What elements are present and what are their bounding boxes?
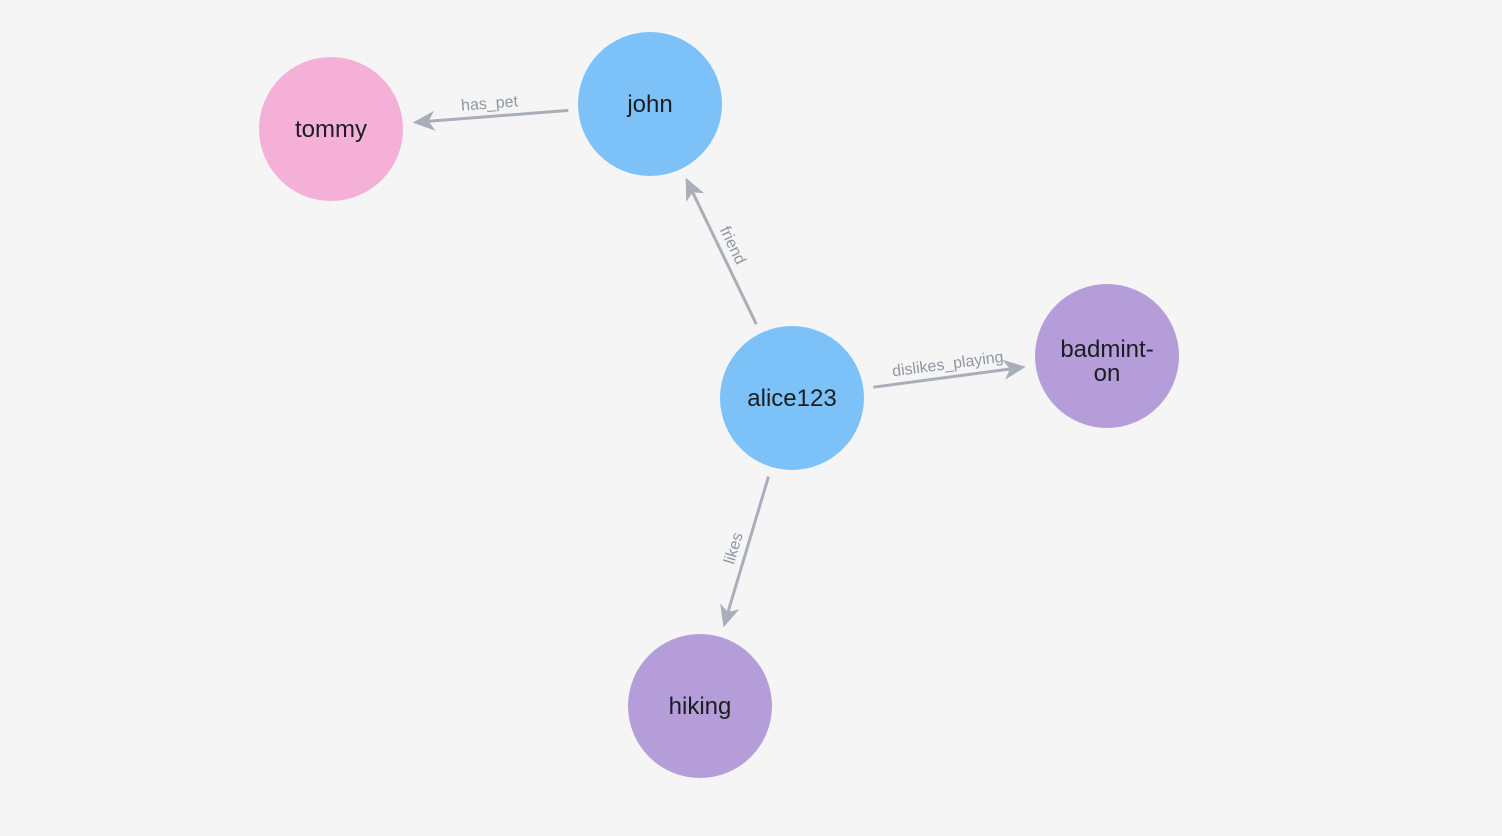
edge-label: friend — [716, 224, 749, 267]
arrowhead-icon — [1002, 359, 1026, 380]
node-circle-tommy[interactable] — [259, 57, 403, 201]
edge-john-tommy[interactable]: has_pet — [412, 93, 569, 131]
edge-alice123-hiking[interactable]: likes — [720, 476, 770, 628]
arrowhead-icon — [685, 177, 705, 202]
edge-line — [428, 108, 569, 123]
node-circle-john[interactable] — [578, 32, 722, 176]
edge-label: dislikes_playing — [891, 349, 1004, 381]
edge-line — [873, 367, 1011, 389]
edge-line — [726, 476, 770, 613]
edge-alice123-john[interactable]: friend — [685, 177, 758, 325]
node-hiking[interactable]: hiking — [628, 634, 772, 778]
node-circle-badminton[interactable] — [1035, 284, 1179, 428]
node-circle-hiking[interactable] — [628, 634, 772, 778]
node-alice123[interactable]: alice123 — [720, 326, 864, 470]
arrowhead-icon — [412, 110, 436, 131]
edge-line — [691, 191, 758, 325]
edge-label: likes — [721, 531, 746, 567]
node-circle-alice123[interactable] — [720, 326, 864, 470]
edge-label: has_pet — [460, 93, 519, 114]
arrowhead-icon — [720, 603, 740, 628]
node-badminton[interactable]: badmint-on — [1035, 284, 1179, 428]
node-john[interactable]: john — [578, 32, 722, 176]
edge-alice123-badminton[interactable]: dislikes_playing — [873, 349, 1026, 389]
node-tommy[interactable]: tommy — [259, 57, 403, 201]
